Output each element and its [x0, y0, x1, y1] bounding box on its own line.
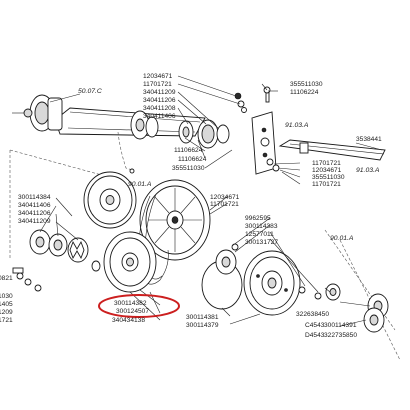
leader-lines	[39, 75, 383, 327]
label-322735850: 322735850	[324, 332, 357, 339]
label-11106624-b: 11106624	[178, 156, 207, 163]
part-labels: 12034671 11701721 340411209 340411206 34…	[0, 73, 382, 339]
label-300124507: 300124507	[116, 308, 149, 315]
label-340411206-top: 340411206	[143, 97, 176, 104]
bracket-plate	[251, 111, 277, 175]
right-shaft	[266, 139, 386, 172]
variator-disk-lower	[103, 231, 157, 293]
label-d4543: D4543	[305, 332, 325, 339]
pto-shaft	[12, 94, 206, 174]
label-50-07-C: 50.07.C	[78, 88, 102, 95]
label-11701721-top: 11701721	[143, 81, 172, 88]
label-300114381: 300114381	[186, 314, 219, 321]
small-hub	[215, 243, 322, 300]
label-12034671-r: 12034671	[312, 167, 342, 174]
label-1030: 1030	[0, 293, 13, 300]
label-355511030-top: 355511030	[290, 81, 323, 88]
label-12034671-top: 12034671	[143, 73, 173, 80]
label-91-03-A-right: 91.03.A	[356, 167, 380, 174]
spoked-pulley	[139, 179, 211, 261]
label-90-01-A-right: 90.01.A	[330, 235, 354, 242]
label-91-03-A-top: 91.03.A	[285, 122, 309, 129]
label-355511030-mid: 355511030	[172, 165, 205, 172]
variator-disk-upper	[83, 171, 137, 229]
label-300114379: 300114379	[186, 322, 219, 329]
label-300131727: 300131727	[245, 239, 278, 246]
label-9962595: 9962595	[245, 215, 271, 222]
label-1405: 1405	[0, 301, 13, 308]
label-340411206-left: 340411206	[18, 210, 51, 217]
label-300114382: 300114382	[114, 300, 147, 307]
label-3538441: 3538441	[356, 136, 382, 143]
label-0821: 0821	[0, 275, 13, 282]
label-300114391: 300114391	[324, 322, 357, 329]
label-11106624-a: 11106624	[174, 147, 203, 154]
large-pulley	[243, 250, 301, 316]
label-340411406-top: 340411406	[143, 113, 176, 120]
label-12577011: 12577011	[245, 231, 274, 238]
label-11701721-r2: 11701721	[312, 181, 341, 188]
label-1721: 1721	[0, 317, 13, 324]
label-11701721-r1: 11701721	[312, 160, 341, 167]
bearing-group-right	[325, 283, 389, 333]
label-11106224-top: 11106224	[290, 89, 319, 96]
highlight-ring	[98, 294, 180, 318]
label-11701721-mid: 11701721	[210, 201, 239, 208]
label-340411208: 340411208	[143, 105, 176, 112]
label-12034671-mid: 12034671	[210, 194, 240, 201]
label-340411209-left: 340411209	[18, 218, 51, 225]
label-340411406-left: 340411406	[18, 202, 51, 209]
label-300114384-left: 300114384	[18, 194, 51, 201]
label-340411209: 340411209	[143, 89, 176, 96]
label-322638450: 322638450	[296, 311, 329, 318]
label-355511030-r: 355511030	[312, 174, 345, 181]
label-340434138: 340434138	[112, 317, 145, 324]
hub-parts-left	[12, 229, 101, 292]
label-c4543: C4543	[305, 322, 325, 329]
label-300114383: 300114383	[245, 223, 278, 230]
label-90-01-A-top: 90.01.A	[128, 181, 152, 188]
label-1209: 1209	[0, 309, 13, 316]
